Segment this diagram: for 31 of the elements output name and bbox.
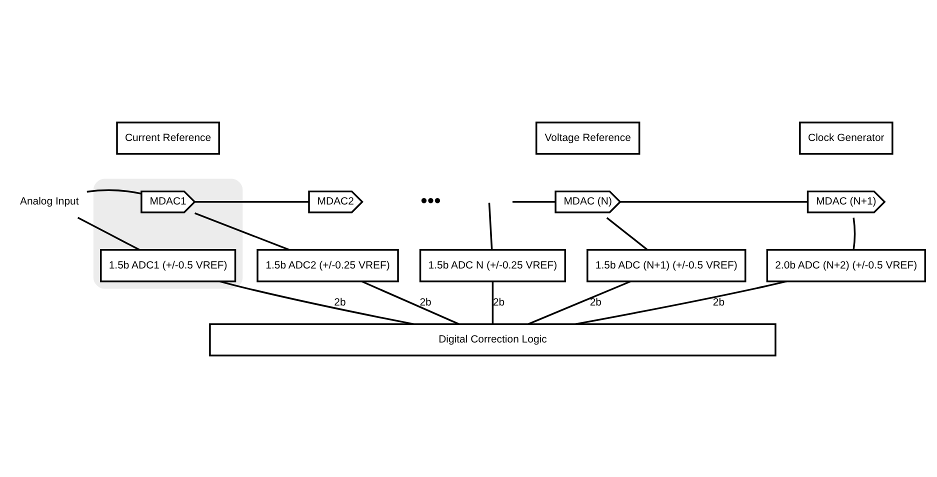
edge-label: 2b (420, 296, 432, 308)
connector (852, 217, 856, 250)
connector (86, 188, 142, 194)
edge-label: 2b (712, 296, 725, 308)
node-box: 2.0b ADC (N+2) (+/-0.5 VREF) (766, 248, 926, 282)
cluster (93, 178, 243, 288)
connector (77, 216, 140, 250)
connector (362, 280, 460, 324)
connector (576, 280, 787, 324)
connector (620, 200, 808, 202)
connector (488, 202, 493, 250)
node-box: Voltage Reference (535, 121, 640, 154)
node-text: Analog Input (20, 196, 79, 208)
connector (194, 212, 290, 250)
connector (512, 200, 556, 202)
node-box: 1.5b ADC2 (+/-0.25 VREF) (256, 248, 399, 282)
node-box: 1.5b ADC N (+/-0.25 VREF) (419, 248, 566, 282)
connector (492, 281, 494, 324)
node-box: 1.5b ADC1 (+/-0.5 VREF) (100, 248, 236, 282)
connector (528, 280, 631, 324)
edge-label: 2b (493, 296, 505, 308)
label: ••• (420, 190, 441, 212)
node-box: Clock Generator (799, 121, 894, 154)
edge-label: 2b (334, 296, 346, 308)
node-box: Current Reference (116, 121, 220, 154)
node-box: 1.5b ADC (N+1) (+/-0.5 VREF) (586, 248, 746, 282)
connector (220, 280, 414, 324)
connector (606, 216, 648, 250)
edge-label: 2b (590, 296, 602, 308)
connector (194, 200, 309, 202)
node-box: Digital Correction Logic (209, 322, 776, 356)
